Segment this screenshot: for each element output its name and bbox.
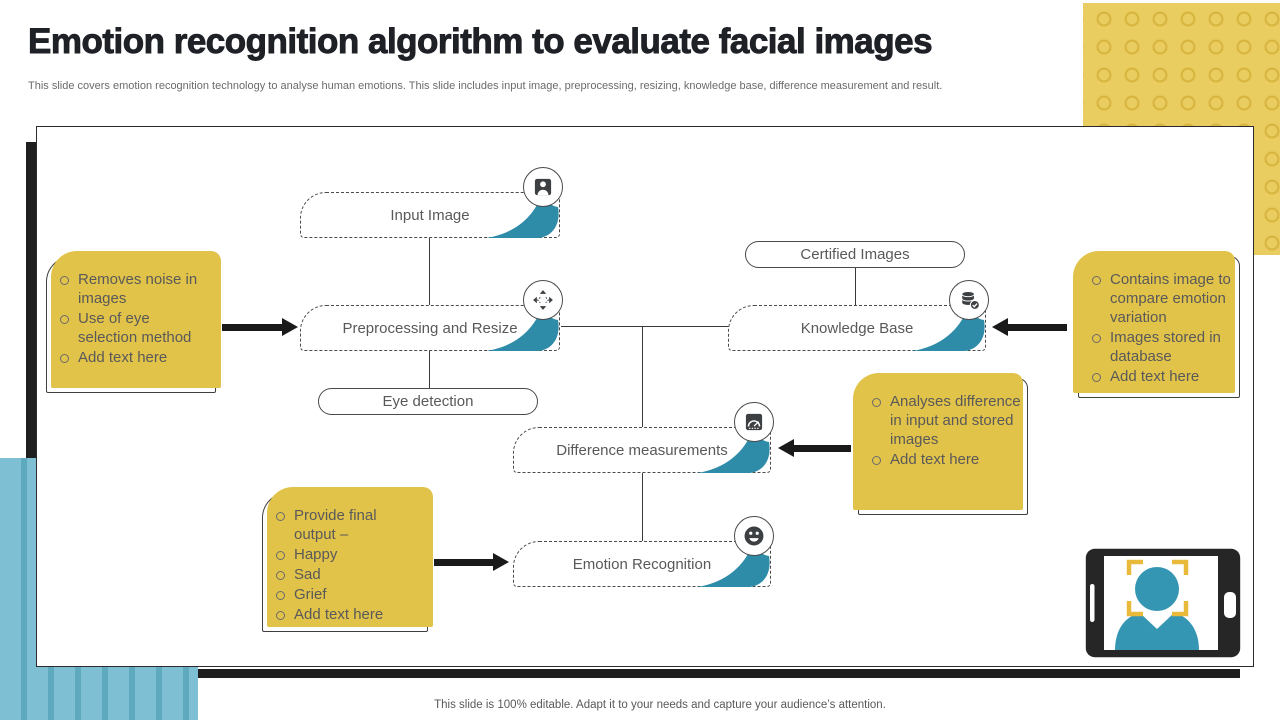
tablet-face-scan-icon <box>1085 548 1241 663</box>
flow-node-certified-images[interactable]: Certified Images <box>745 241 965 268</box>
note-item: Analyses difference in input and stored … <box>867 392 1021 449</box>
note-list: Contains image to compare emotion variat… <box>1087 270 1233 386</box>
smiley-icon <box>734 516 774 556</box>
flow-node-knowledge-base[interactable]: Knowledge Base <box>728 280 989 351</box>
flow-node-label: Input Image <box>390 206 470 224</box>
arrow-into-difference <box>778 439 851 457</box>
note-item: Provide final output – <box>271 506 421 544</box>
note-item: Sad <box>271 565 421 584</box>
note-item: Add text here <box>55 348 209 367</box>
note-list: Provide final output – Happy Sad Grief A… <box>271 506 421 624</box>
pill-label: Eye detection <box>382 393 474 410</box>
database-check-icon <box>949 280 989 320</box>
arrow-into-emotion <box>434 553 509 571</box>
black-accent-bar-left <box>26 142 36 458</box>
note-knowledge-base[interactable]: Contains image to compare emotion variat… <box>1078 256 1240 398</box>
flow-node-input-image[interactable]: Input Image <box>300 167 563 238</box>
arrow-into-preprocessing <box>222 318 298 336</box>
portrait-icon <box>523 167 563 207</box>
page-subtitle: This slide covers emotion recognition te… <box>28 80 943 92</box>
note-item: Removes noise in images <box>55 270 209 308</box>
gauge-icon <box>734 402 774 442</box>
note-item: Images stored in database <box>1087 328 1233 366</box>
note-list: Removes noise in images Use of eye selec… <box>55 270 209 367</box>
flow-node-eye-detection[interactable]: Eye detection <box>318 388 538 415</box>
footer-note: This slide is 100% editable. Adapt it to… <box>434 699 886 711</box>
flow-node-label: Emotion Recognition <box>572 555 712 573</box>
note-item: Happy <box>271 545 421 564</box>
connector-input-to-preprocessing <box>429 238 431 305</box>
note-preprocessing[interactable]: Removes noise in images Use of eye selec… <box>46 256 216 393</box>
connector-difference-to-emotion <box>642 473 644 541</box>
page-title: Emotion recognition algorithm to evaluat… <box>28 22 933 62</box>
connector-down-to-difference <box>642 327 644 427</box>
note-item: Use of eye selection method <box>55 309 209 347</box>
note-item: Add text here <box>867 450 1021 469</box>
flow-node-label: Knowledge Base <box>800 319 914 337</box>
connector-certified-to-knowledge <box>855 268 857 305</box>
flow-node-preprocessing[interactable]: Preprocessing and Resize <box>300 280 563 351</box>
flow-node-label: Preprocessing and Resize <box>342 319 518 337</box>
flow-node-label: Difference measurements <box>556 441 728 459</box>
pill-label: Certified Images <box>800 246 910 263</box>
note-item: Add text here <box>271 605 421 624</box>
note-list: Analyses difference in input and stored … <box>867 392 1021 469</box>
note-item: Grief <box>271 585 421 604</box>
note-item: Add text here <box>1087 367 1233 386</box>
black-accent-bar-bottom <box>198 669 1240 678</box>
note-item: Contains image to compare emotion variat… <box>1087 270 1233 327</box>
connector-preprocessing-to-eye <box>429 351 431 388</box>
flow-node-emotion-recognition[interactable]: Emotion Recognition <box>513 516 774 587</box>
resize-arrows-icon <box>523 280 563 320</box>
connector-preprocessing-to-knowledge <box>561 326 729 328</box>
arrow-into-knowledge-base <box>992 318 1067 336</box>
note-difference[interactable]: Analyses difference in input and stored … <box>858 378 1028 515</box>
note-output[interactable]: Provide final output – Happy Sad Grief A… <box>262 492 428 632</box>
flow-node-difference-measurements[interactable]: Difference measurements <box>513 402 774 473</box>
